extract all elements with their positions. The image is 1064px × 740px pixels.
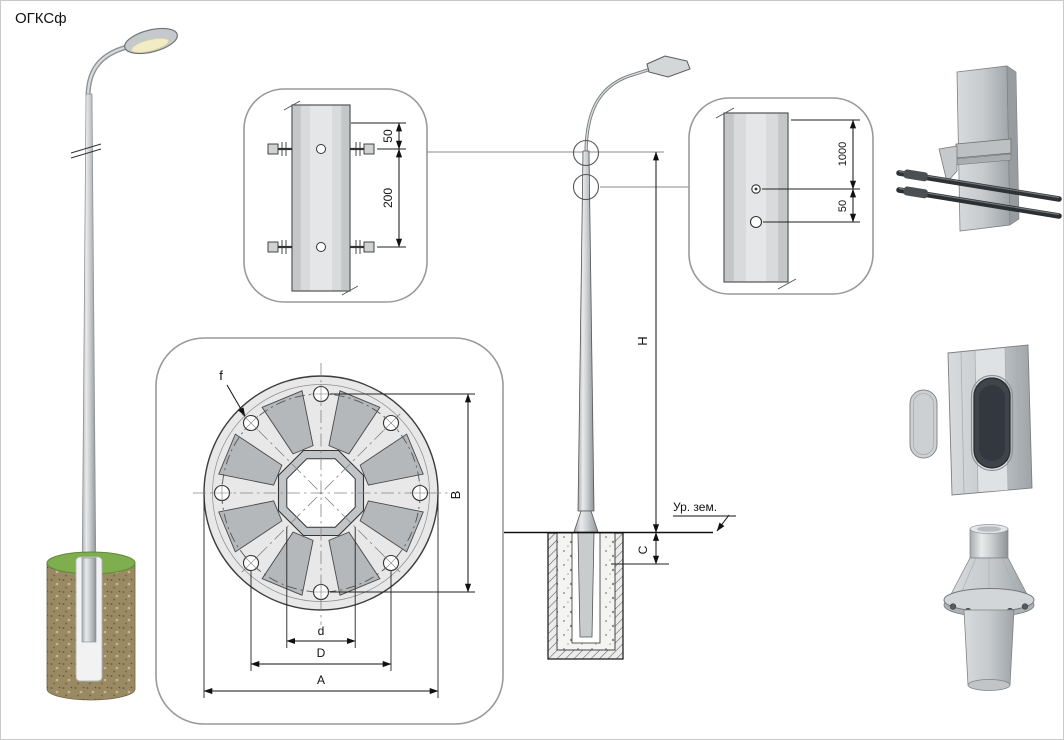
dim-label-200: 200 [381, 188, 395, 208]
luminaire [646, 55, 691, 78]
flange-bolts [266, 140, 376, 256]
break-mark [341, 285, 359, 296]
clamp-wedge [938, 145, 958, 183]
page-title: ОГКСф [15, 10, 67, 27]
detail-callout-top: 50 200 [243, 88, 428, 303]
pole-base-flare [573, 510, 599, 533]
pole-arm [584, 67, 652, 155]
break-mark [283, 100, 301, 111]
leader-f [226, 384, 246, 417]
embedded-anchor [577, 532, 595, 638]
ground-level-label: Ур. зем. [673, 500, 736, 532]
lower-hole [749, 215, 763, 229]
flange-plan-callout: f B d D A [155, 337, 504, 725]
detail-top-dimensions: 50 200 [351, 122, 406, 248]
dim-label-1000: 1000 [837, 142, 849, 166]
door-cover [909, 389, 938, 459]
rod-sleeve [903, 169, 928, 182]
opening-rim [970, 374, 1014, 472]
pole-shaft [81, 93, 97, 588]
flange-plan-dimensions: f B d D A [203, 368, 475, 698]
render-access-door [909, 344, 1033, 496]
dim-label-50: 50 [837, 200, 849, 212]
render-flange-base [943, 524, 1035, 691]
dim-label-D: D [317, 646, 326, 660]
dim-label-A: A [317, 673, 325, 687]
dim-label-H: H [635, 336, 650, 345]
lamp-lens [131, 37, 169, 53]
base-skirt [963, 609, 1015, 686]
break-mark [777, 278, 797, 290]
pole-elevation: Ур. зем. H C [427, 55, 736, 660]
pole-section-strip [715, 107, 797, 290]
dim-label-C: C [636, 545, 650, 554]
render-grounding-clamp [896, 65, 1062, 232]
pole-shaft [577, 150, 595, 512]
pole-3d-render-left [46, 27, 178, 701]
ground-text: Ур. зем. [673, 500, 717, 514]
dim-label-B: B [448, 491, 463, 500]
dim-label-50: 50 [381, 129, 395, 143]
detail-marker-upper [572, 139, 600, 167]
detail-right-dimensions: 1000 50 [762, 119, 860, 223]
flange-plate [943, 588, 1035, 612]
embedded-pole [81, 557, 97, 643]
break-mark [70, 143, 102, 154]
break-mark [715, 107, 735, 119]
luminaire [124, 27, 178, 55]
rod-sleeve [903, 186, 928, 199]
dim-label-f: f [219, 368, 223, 383]
detail-marker-lower [572, 173, 600, 201]
foundation-3d [46, 551, 136, 701]
pole-section-strip [283, 100, 359, 296]
detail-callout-right: 1000 50 [688, 97, 874, 295]
dim-label-d: d [318, 624, 325, 638]
foundation-section [547, 532, 624, 660]
elevation-dimensions: H C [611, 151, 669, 565]
